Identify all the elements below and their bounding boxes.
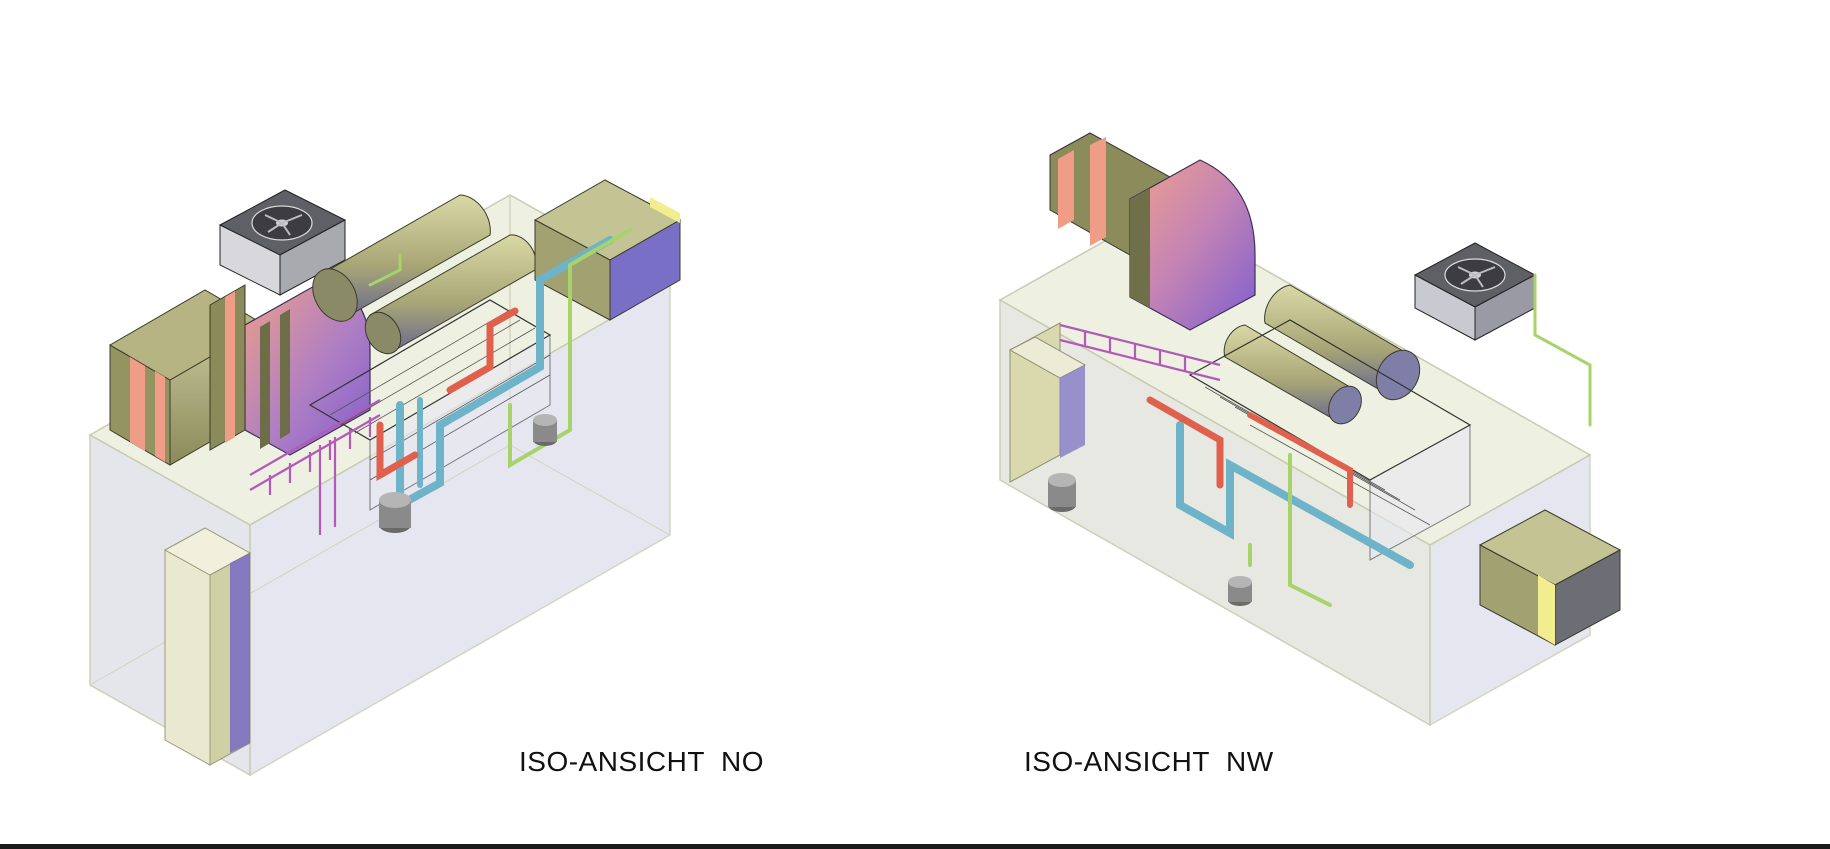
cooling-pipes [1146,273,1592,607]
heat-exchanger-upper [1264,284,1421,401]
iso-drawing-nw [998,132,1622,727]
silencer-right [1478,509,1622,646]
iso-view-no [70,175,830,795]
control-cabinet [1008,322,1087,483]
view-caption-nw: ISO-ANSICHT NW [1024,746,1274,777]
cable-tray [1059,323,1221,382]
cable-tray [249,399,381,535]
air-intake-duct [209,279,371,456]
roof-cooler [218,189,347,296]
fan-icon [251,205,313,241]
pressure-vessel-icon [1228,576,1252,606]
bottom-rule [0,844,1830,849]
iso-drawing-no [88,179,682,777]
engine-block [308,299,552,511]
heat-exchanger-lower [364,234,537,355]
iso-view-nw [990,125,1770,795]
roof-cooler [1413,242,1537,341]
fan-icon [1444,258,1506,292]
control-cabinet [163,527,252,766]
pressure-vessel-icon [533,414,557,446]
heat-exchanger-upper [312,194,491,322]
view-caption-no: ISO-ANSICHT NO [519,746,765,777]
silencer-right [533,179,682,321]
air-intake-duct [1049,132,1256,331]
pressure-vessel-icon [379,492,411,533]
pressure-vessel-icon [1048,473,1076,512]
heat-exchanger-lower [1223,324,1362,425]
